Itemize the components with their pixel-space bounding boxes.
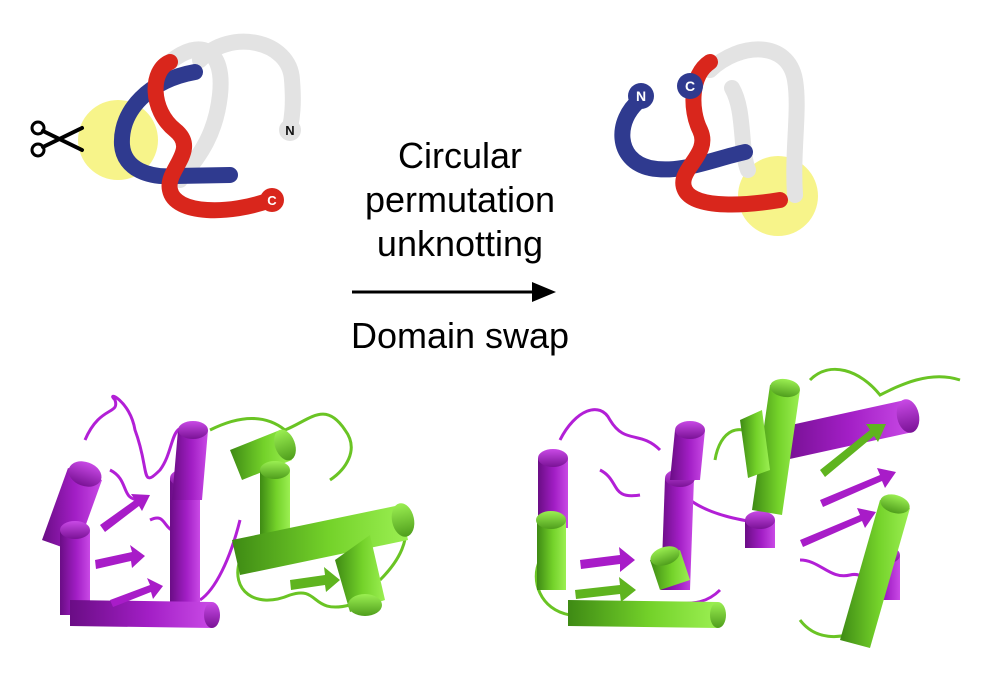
helix-green bbox=[230, 429, 296, 480]
scissors-icon bbox=[30, 120, 84, 158]
strand-magenta bbox=[110, 578, 163, 607]
chain-segment-grey bbox=[162, 33, 301, 188]
helix-magenta bbox=[172, 421, 208, 500]
helix-green bbox=[335, 535, 385, 616]
n-terminus-label: N bbox=[285, 123, 294, 138]
strand-green bbox=[820, 424, 886, 477]
loop-green bbox=[534, 367, 961, 639]
c-terminus-marker: C bbox=[677, 73, 703, 99]
helix-magenta bbox=[768, 399, 920, 462]
helix-green bbox=[740, 410, 770, 478]
strand-green bbox=[290, 567, 340, 592]
process-label-line-2: permutation bbox=[364, 179, 556, 220]
process-label-line-3: unknotting bbox=[376, 223, 544, 264]
strand-green bbox=[575, 577, 636, 602]
helix-magenta bbox=[745, 511, 775, 548]
right-arrow-icon bbox=[352, 282, 556, 302]
helix-magenta bbox=[538, 449, 568, 528]
helix-magenta bbox=[60, 521, 90, 615]
chain-segment-grey bbox=[702, 41, 805, 203]
knotted-protein-structure bbox=[42, 394, 415, 628]
domain-swap-label: Domain swap bbox=[350, 315, 570, 356]
strand-magenta bbox=[100, 494, 150, 532]
c-terminus-marker: C bbox=[260, 188, 284, 212]
unknotted-chain-schematic: N C bbox=[614, 41, 818, 236]
helix-green bbox=[650, 546, 690, 590]
helix-magenta bbox=[42, 461, 102, 552]
helix-green bbox=[840, 494, 910, 648]
strand-magenta bbox=[800, 508, 876, 547]
c-terminus-label: C bbox=[267, 193, 277, 208]
helix-green bbox=[536, 511, 566, 590]
chain-segment-red bbox=[147, 54, 278, 219]
n-terminus-marker: N bbox=[279, 119, 301, 141]
n-terminus-marker: N bbox=[628, 83, 654, 109]
helix-green bbox=[568, 600, 726, 628]
knotted-chain-schematic: N C bbox=[30, 33, 301, 219]
c-terminus-label: C bbox=[685, 78, 695, 94]
helix-magenta bbox=[70, 600, 220, 628]
helix-green bbox=[260, 461, 290, 535]
helix-green bbox=[752, 378, 800, 515]
process-label-line-1: Circular bbox=[397, 135, 522, 176]
helix-magenta bbox=[670, 421, 705, 480]
strand-magenta bbox=[580, 547, 635, 572]
chain-segment-blue bbox=[614, 92, 753, 178]
n-terminus-label: N bbox=[636, 88, 646, 104]
helix-green bbox=[232, 503, 415, 575]
strand-magenta bbox=[95, 545, 145, 569]
loop-magenta bbox=[558, 408, 876, 621]
strand-magenta bbox=[820, 468, 896, 507]
domain-swapped-protein-structure bbox=[534, 367, 961, 648]
